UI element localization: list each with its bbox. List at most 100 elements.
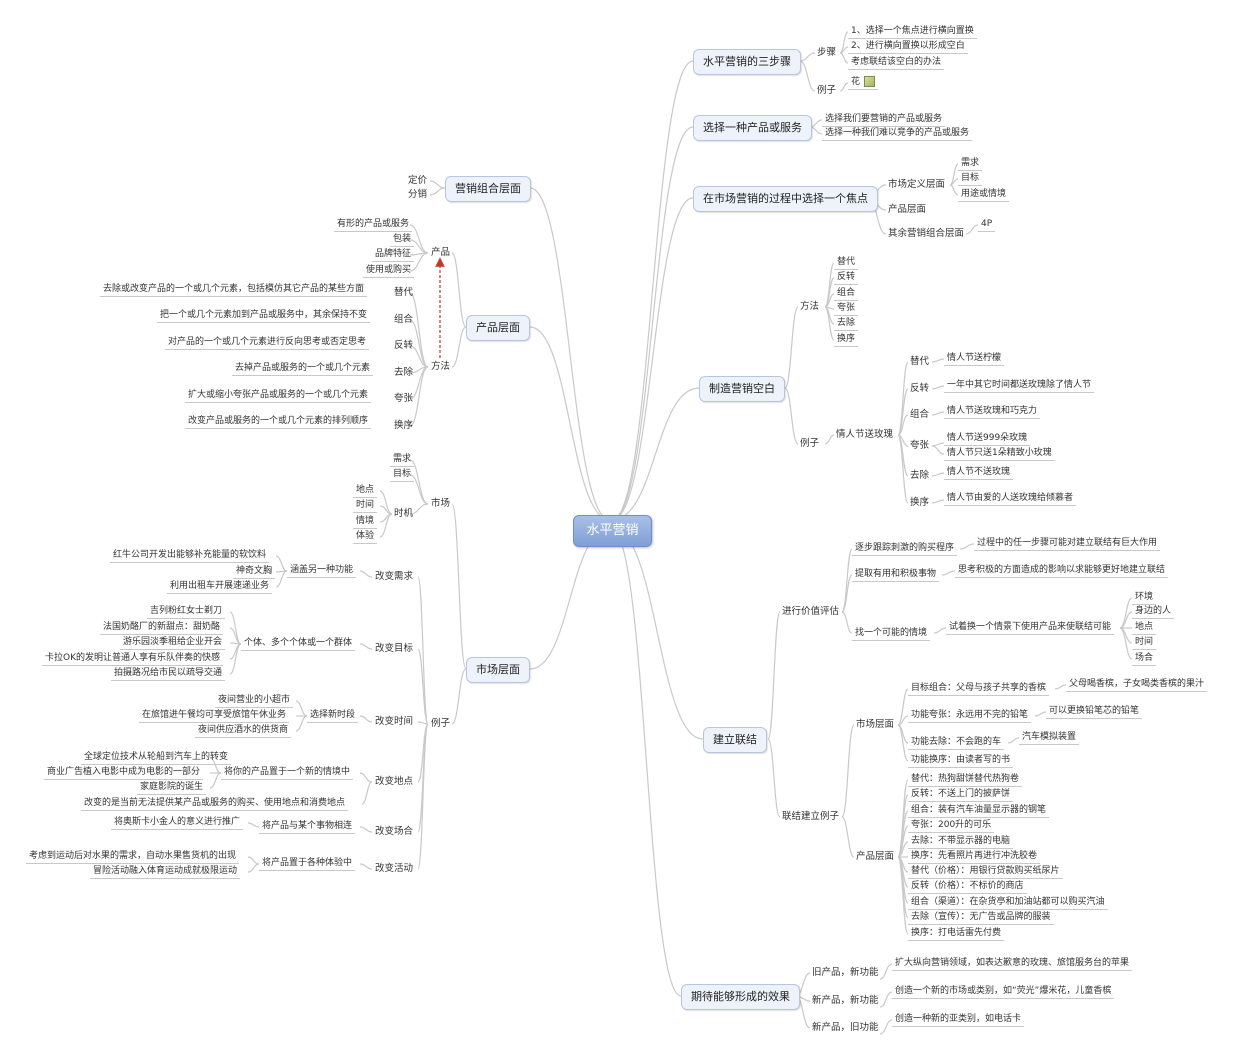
step-item: 1、选择一个焦点进行横向置换 [848, 25, 977, 39]
market-example: 功能夸张：永远用不完的铅笔 [908, 709, 1032, 723]
effect-detail: 创造一个新的市场或类别，如“荧光”爆米花，儿童香槟 [892, 985, 1115, 999]
connector [247, 856, 260, 865]
situation-item: 身边的人 [1132, 605, 1175, 619]
effect-label: 旧产品，新功能 [812, 967, 879, 978]
timing-label: 时机 [394, 508, 414, 519]
branch-expected-effects[interactable]: 期待能够形成的效果 [681, 984, 800, 1010]
steps-label: 步骤 [817, 47, 837, 58]
tactic-desc: 去掉产品或服务的一个或几个元素 [232, 362, 374, 376]
connector [611, 529, 682, 997]
connector [824, 306, 835, 341]
change-label: 改变地点 [375, 776, 414, 787]
connector [767, 611, 781, 740]
branch-three-steps[interactable]: 水平营销的三步骤 [693, 49, 801, 75]
change-example: 吉列粉红女士剃刀 [147, 605, 226, 619]
flower-text: 花 [851, 77, 861, 87]
connector [417, 723, 429, 870]
eval-detail: 思考积极的方面造成的影响以求能够更好地建立联结 [955, 564, 1169, 578]
picture-icon [864, 76, 876, 87]
connector [931, 385, 945, 390]
connector [379, 513, 393, 538]
tactic-label: 去除 [394, 367, 414, 378]
connector [839, 46, 849, 54]
connector [824, 434, 835, 445]
market-item: 需求 [390, 453, 415, 467]
branch-marketing-mix[interactable]: 营销组合层面 [445, 176, 531, 202]
connector [359, 826, 373, 833]
product-example: 组合（渠道）：在杂货亭和加油站都可以购买汽油 [908, 896, 1108, 910]
connector [417, 721, 429, 725]
connector [799, 52, 816, 62]
connector [359, 863, 373, 870]
connector [1034, 711, 1047, 717]
change-example: 法国奶酪厂的新甜点：甜奶酪 [100, 621, 224, 635]
change-example: 红牛公司开发出能够补充能量的软饮料 [110, 549, 270, 563]
product-example: 去除：不带显示器的电脑 [908, 835, 1014, 849]
connector [209, 772, 222, 789]
tactic-label: 组合 [910, 409, 930, 420]
change-example: 家庭影院的诞生 [137, 781, 207, 795]
connector [429, 180, 446, 189]
change-mid: 个体、多个个体或一个群体 [241, 637, 356, 651]
branch-product-level[interactable]: 产品层面 [466, 315, 530, 341]
change-label: 改变时间 [375, 716, 414, 727]
connector [529, 527, 611, 670]
tactic-desc: 把一个或几个元素加到产品或服务中，其余保持不变 [157, 309, 371, 323]
eval-item: 找一个可能的情境 [852, 627, 931, 641]
branch-choose-product[interactable]: 选择一种产品或服务 [693, 115, 812, 141]
valentine-label: 情人节送玫瑰 [836, 429, 894, 440]
connector [409, 503, 429, 515]
product-attr: 有形的产品或服务 [334, 218, 413, 232]
connector [451, 326, 467, 368]
change-mid: 将产品置于各种体验中 [259, 857, 356, 871]
branch-make-gap[interactable]: 制造营销空白 [699, 376, 785, 402]
tactic-label: 夸张 [910, 440, 930, 451]
center-topic[interactable]: 水平营销 [573, 515, 652, 547]
connector [451, 668, 467, 725]
tactic-desc: 去除或改变产品的一个或几个元素，包括模仿其它产品的某些方面 [100, 283, 368, 297]
branch-market-level[interactable]: 市场层面 [466, 657, 530, 683]
product-example: 替代（价格）：用银行贷款购买纸尿片 [908, 865, 1063, 879]
connector [275, 555, 288, 572]
connector [295, 700, 308, 717]
situation-item: 地点 [1132, 621, 1157, 635]
connector [359, 772, 373, 783]
connector [949, 184, 959, 196]
connector [841, 548, 853, 613]
tactic-example: 情人节只送1朵精致小玫瑰 [944, 447, 1055, 461]
connector [529, 187, 611, 521]
value-eval-label: 进行价值评估 [782, 606, 840, 617]
change-example: 卡拉OK的发明让普通人享有乐队伴奏的快感 [42, 652, 223, 666]
connector [841, 574, 853, 613]
focus-item: 用途或情境 [958, 188, 1010, 202]
connector [897, 688, 909, 726]
step-item: 考虑联结该空白的办法 [848, 56, 945, 70]
situation-item: 环境 [1132, 591, 1157, 605]
tactic-desc: 改变产品或服务的一个或几个元素的排列顺序 [185, 415, 372, 429]
market-definition-label: 市场定义层面 [888, 179, 946, 190]
example-label: 例子 [817, 85, 837, 96]
branch-build-link[interactable]: 建立联结 [703, 727, 767, 753]
connector [941, 570, 956, 576]
eval-detail: 过程中的任一步骤可能对建立联结有巨大作用 [974, 537, 1161, 551]
branch-choose-focus[interactable]: 在市场营销的过程中选择一个焦点 [693, 186, 878, 212]
connector [247, 822, 260, 828]
connector [897, 434, 909, 504]
change-label: 改变场合 [375, 826, 414, 837]
situation-item: 时间 [1132, 636, 1157, 650]
connector [409, 366, 429, 427]
method-item: 夸张 [834, 302, 859, 316]
focus-item: 需求 [958, 157, 983, 171]
tactic-label: 反转 [394, 340, 414, 351]
product-attr: 包装 [390, 233, 415, 247]
connector [931, 445, 945, 455]
connector [897, 794, 909, 858]
timing-item: 地点 [353, 484, 378, 498]
change-example: 拍摄路况给市民以疏导交通 [111, 667, 226, 681]
change-example: 夜间营业的小超市 [215, 694, 294, 708]
connector [879, 1019, 893, 1035]
connector [897, 779, 909, 858]
connector [841, 816, 855, 858]
